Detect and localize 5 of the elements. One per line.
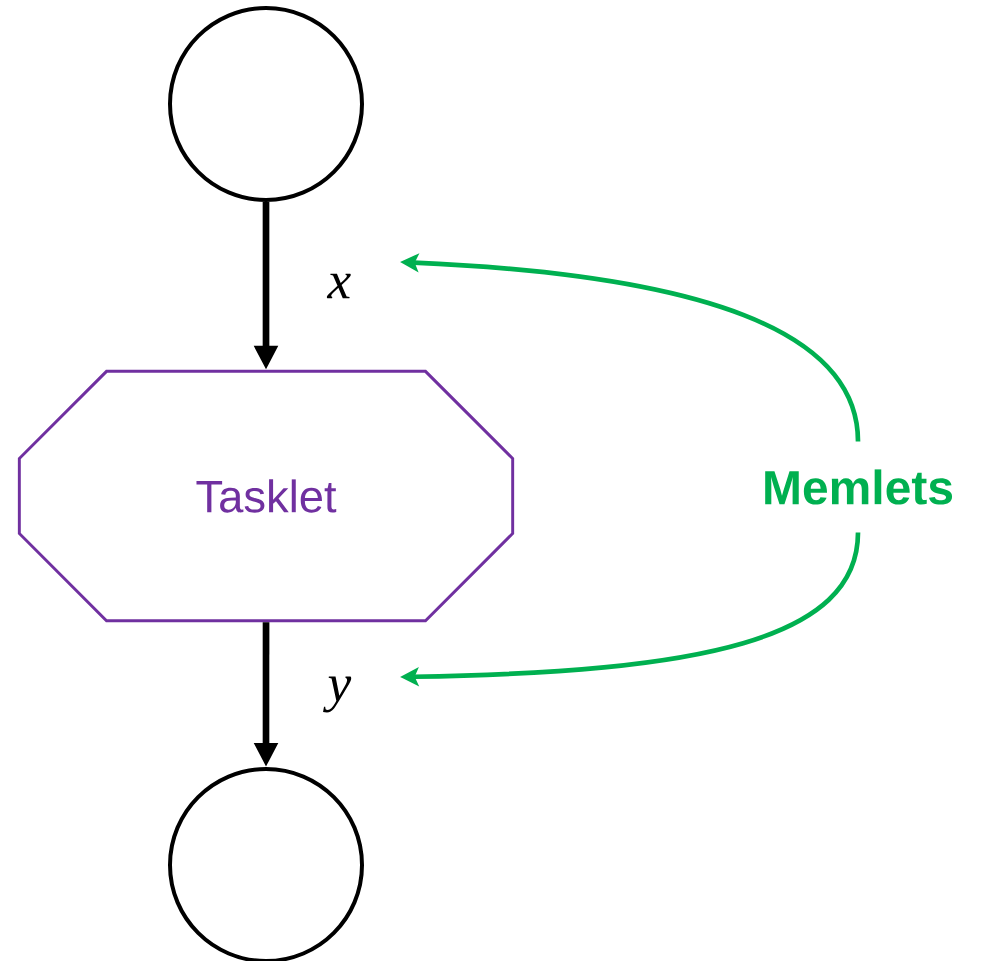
- edge-label: y: [323, 675, 353, 714]
- circle-node: [168, 6, 364, 202]
- edge-label: x: [326, 272, 353, 300]
- callout-text: Memlets: [765, 469, 953, 505]
- tasklet-octagon: Tasklet: [17, 369, 515, 623]
